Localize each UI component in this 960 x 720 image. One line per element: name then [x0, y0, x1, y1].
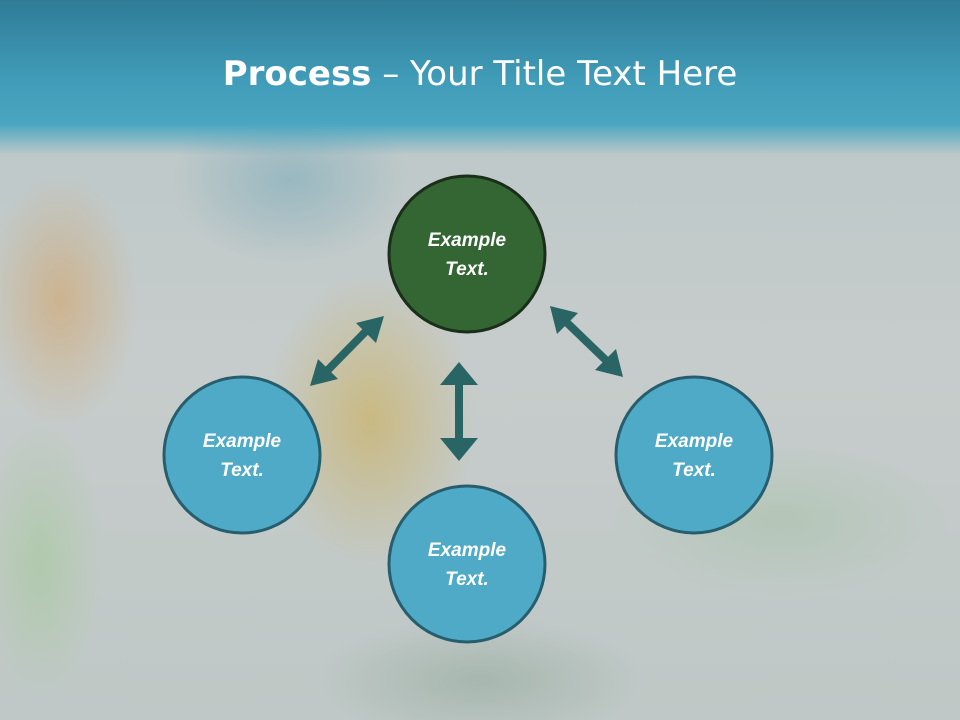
- node-top[interactable]: Example Text.: [387, 174, 547, 334]
- node-right-line2: Text.: [672, 460, 716, 481]
- slide-title[interactable]: Process – Your Title Text Here: [0, 50, 960, 98]
- title-bold: Process: [222, 54, 372, 94]
- arrow-top-right: [550, 306, 623, 377]
- node-left-line2: Text.: [220, 460, 264, 481]
- title-rest: – Your Title Text Here: [371, 54, 738, 94]
- title-bar: [0, 0, 960, 155]
- node-bottom-line2: Text.: [445, 569, 489, 590]
- node-right[interactable]: Example Text.: [614, 375, 774, 535]
- arrow-top-bottom: [440, 362, 478, 461]
- node-bottom-line1: Example: [428, 540, 507, 561]
- arrow-top-left: [310, 316, 384, 386]
- node-left[interactable]: Example Text.: [162, 375, 322, 535]
- node-bottom[interactable]: Example Text.: [387, 484, 547, 644]
- node-top-line2: Text.: [445, 259, 489, 280]
- node-left-line1: Example: [203, 431, 282, 452]
- node-right-line1: Example: [655, 431, 734, 452]
- node-top-line1: Example: [428, 230, 507, 251]
